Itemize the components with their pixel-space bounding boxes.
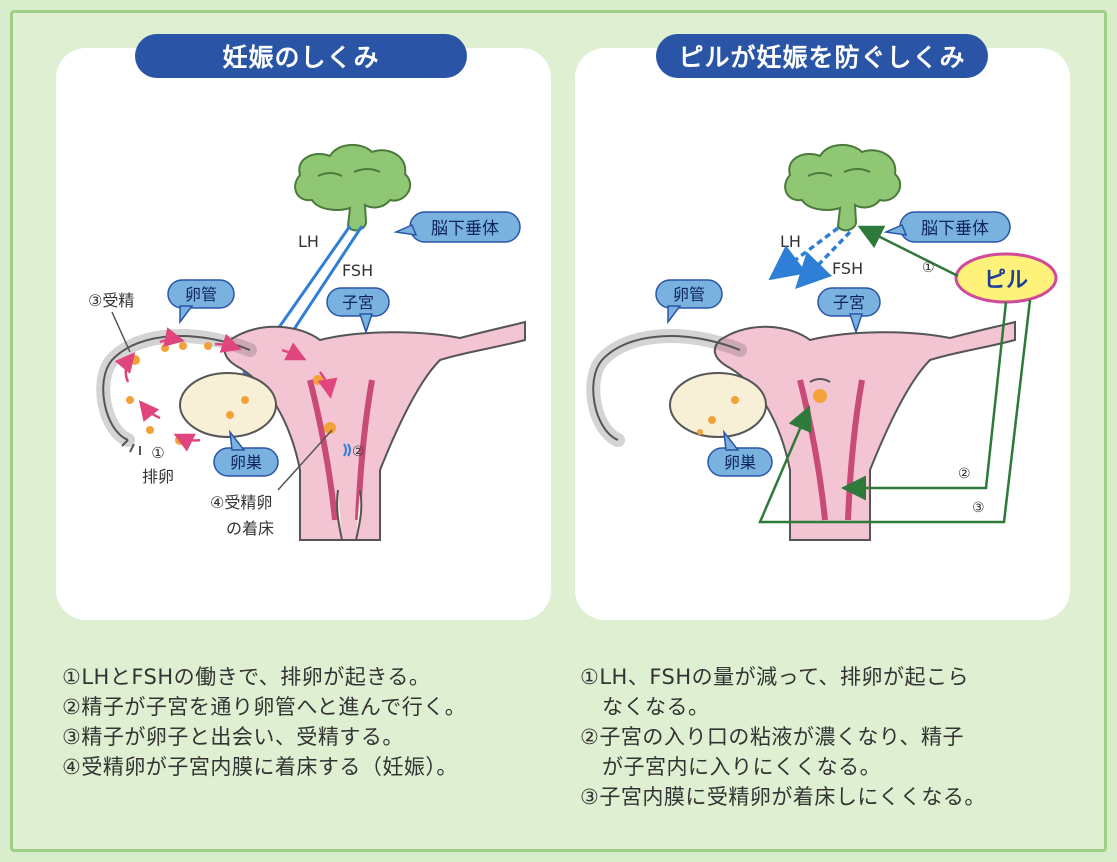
left-uterus-label: 子宮 [327,288,389,332]
right-reproductive-diagram: 脳下垂体 LH FSH ピル [593,145,1056,540]
left-ovary-shape [180,373,276,437]
svg-text:卵巣: 卵巣 [230,453,262,472]
pill-effect-3-number: ③ [972,500,985,516]
left-fsh-label: FSH [342,261,373,280]
pill-step-3: ③子宮内膜に受精卵が着床しにくくなる。 [580,782,1100,812]
left-fertilization-label: ③受精 [88,291,134,310]
pregnancy-step-2: ②精子が子宮を通り卵管へと進んで行く。 [62,692,562,722]
right-brain-icon [785,145,900,230]
pregnancy-step-4: ④受精卵が子宮内膜に着床する（妊娠）。 [62,752,562,782]
svg-text:卵管: 卵管 [673,285,705,304]
left-ovulation-label: 排卵 [142,467,174,486]
left-lh-label: LH [298,232,319,251]
right-ovary-shape [670,373,766,437]
pill-label: ピル [956,254,1056,302]
left-reproductive-diagram: 脳下垂体 LH FSH [88,145,525,540]
svg-text:卵管: 卵管 [185,285,217,304]
left-pituitary-label: 脳下垂体 [396,212,520,242]
pill-step-1: ①LH、FSHの量が減って、排卵が起こら [580,662,1100,692]
left-pituitary-text: 脳下垂体 [431,219,499,239]
left-sperm-number: ② [352,444,365,460]
pill-effect-2-number: ② [958,466,971,482]
svg-text:子宮: 子宮 [833,293,865,312]
right-ovary-label: 卵巣 [708,432,772,476]
pill-effect-1-number: ① [922,260,935,276]
pill-step-1-cont: なくなる。 [580,692,1100,722]
left-brain-icon [295,145,410,230]
right-pituitary-label: 脳下垂体 [886,212,1010,242]
left-implantation-label-1: ④受精卵 [210,493,272,512]
svg-text:卵巣: 卵巣 [724,453,756,472]
pill-steps-list: ①LH、FSHの量が減って、排卵が起こら なくなる。 ②子宮の入り口の粘液が濃く… [580,662,1100,812]
pregnancy-step-1: ①LHとFSHの働きで、排卵が起きる。 [62,662,562,692]
left-implantation-label-2: の着床 [226,519,274,538]
left-ovulation-number: ① [151,444,164,462]
right-oviduct-label: 卵管 [656,280,722,322]
right-uterus-label: 子宮 [818,288,880,332]
left-oviduct-label: 卵管 [168,280,234,322]
pill-step-2-cont: が子宮内に入りにくくなる。 [580,752,1100,782]
right-uterus-shape [715,322,1015,540]
left-ovary-label: 卵巣 [214,432,278,476]
right-fsh-label: FSH [832,259,863,278]
svg-text:子宮: 子宮 [342,293,374,312]
pill-step-2: ②子宮の入り口の粘液が濃くなり、精子 [580,722,1100,752]
pregnancy-step-3: ③精子が卵子と出会い、受精する。 [62,722,562,752]
right-pituitary-text: 脳下垂体 [921,219,989,239]
pill-text: ピル [984,268,1028,293]
pregnancy-steps-list: ①LHとFSHの働きで、排卵が起きる。 ②精子が子宮を通り卵管へと進んで行く。 … [62,662,562,782]
right-lh-label: LH [780,232,801,251]
